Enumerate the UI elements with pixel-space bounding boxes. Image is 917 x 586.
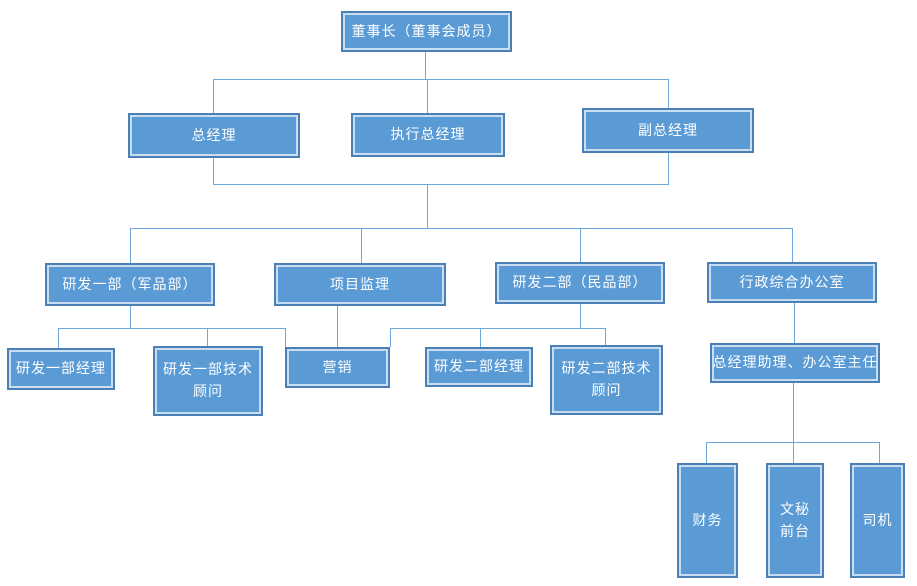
connector-vline (130, 228, 131, 263)
connector-vline (794, 303, 795, 343)
org-node-rd2-tech-advisor: 研发二部技术顾问 (550, 345, 663, 415)
connector-vline (706, 442, 707, 463)
connector-vline (361, 228, 362, 263)
connector-vline (792, 228, 793, 262)
org-node-rd-dept2: 研发二部（民品部） (495, 262, 665, 304)
org-node-label: 研发二部技术 (561, 361, 652, 377)
org-node-label: 顾问 (193, 384, 223, 400)
org-node-rd1-tech-advisor: 研发一部技术顾问 (153, 346, 263, 416)
connector-vline (580, 304, 581, 328)
org-node-label: 行政综合办公室 (739, 274, 845, 291)
connector-hline (213, 79, 669, 80)
org-node-label: 研发一部（军品部） (62, 276, 198, 293)
connector-vline (793, 442, 794, 463)
connector-vline (285, 328, 286, 347)
org-node-label: 副总经理 (638, 122, 698, 139)
connector-vline (427, 184, 428, 228)
org-node-driver: 司机 (850, 463, 905, 578)
connector-vline (207, 328, 208, 346)
org-node-label: 总经理助理、办公室主任 (712, 355, 878, 371)
connector-vline (668, 79, 669, 108)
org-node-general-manager: 总经理 (128, 113, 300, 158)
org-node-label: 前台 (780, 523, 810, 540)
connector-vline (427, 79, 428, 113)
connector-vline (580, 228, 581, 262)
connector-vline (793, 383, 794, 442)
org-node-secretary-reception: 文秘前台 (766, 463, 824, 578)
org-node-label: 董事长（董事会成员） (351, 23, 502, 40)
connector-vline (213, 158, 214, 184)
org-node-label: 顾问 (591, 383, 622, 399)
connector-vline (879, 442, 880, 463)
org-node-label: 财务 (692, 512, 723, 529)
org-node-rd-dept1: 研发一部（军品部） (45, 263, 215, 306)
org-node-deputy-gm: 副总经理 (582, 108, 754, 153)
org-node-label: 项目监理 (330, 276, 390, 293)
org-node-project-supervision: 项目监理 (274, 263, 446, 306)
org-node-rd1-manager: 研发一部经理 (7, 348, 115, 390)
connector-hline (213, 184, 669, 185)
connector-vline (337, 306, 338, 347)
org-node-label: 文秘 (780, 501, 810, 518)
org-node-marketing: 营销 (285, 347, 390, 388)
connector-vline (605, 328, 606, 345)
connector-hline (58, 328, 286, 329)
org-node-label: 营销 (322, 359, 353, 376)
org-node-executive-gm: 执行总经理 (351, 113, 505, 157)
org-node-finance: 财务 (677, 463, 738, 578)
connector-vline (130, 306, 131, 328)
org-node-label: 研发二部经理 (434, 359, 524, 375)
connector-vline (390, 328, 391, 347)
org-node-label: 总经理 (191, 127, 237, 144)
org-node-chairman: 董事长（董事会成员） (341, 11, 512, 52)
org-node-gm-assistant: 总经理助理、办公室主任 (710, 343, 880, 383)
org-node-label: 研发二部（民品部） (512, 275, 648, 291)
connector-vline (425, 52, 426, 79)
org-node-admin-office: 行政综合办公室 (707, 262, 877, 303)
connector-hline (130, 228, 793, 229)
connector-vline (58, 328, 59, 348)
org-node-label: 执行总经理 (390, 127, 466, 143)
org-node-label: 司机 (862, 512, 893, 529)
org-node-rd2-manager: 研发二部经理 (425, 347, 533, 387)
org-node-label: 研发一部经理 (16, 361, 106, 377)
connector-vline (668, 153, 669, 184)
connector-vline (213, 79, 214, 113)
org-node-label: 研发一部技术 (163, 362, 253, 378)
connector-vline (480, 328, 481, 347)
connector-hline (390, 328, 606, 329)
